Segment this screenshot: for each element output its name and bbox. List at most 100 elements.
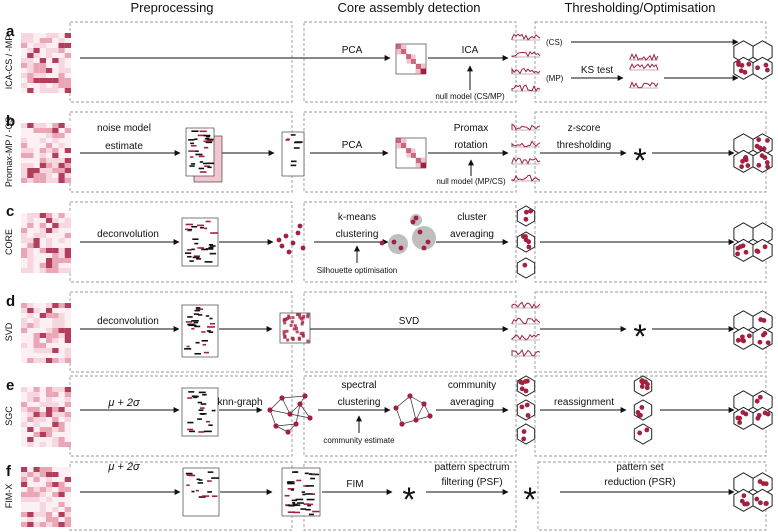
hexagon-assembly-icon — [516, 423, 536, 445]
matrix-icon — [279, 312, 311, 344]
label-clustering-e: clustering — [338, 397, 381, 408]
hexagon-assembly-icon — [633, 375, 653, 397]
scatter-points-icon — [276, 223, 306, 255]
label-promax: Promax — [454, 123, 488, 134]
label-estimate: estimate — [105, 141, 143, 152]
label-clustering-c: clustering — [336, 229, 379, 240]
panel-preprocessing — [69, 375, 293, 457]
hexagon-assembly-icon — [516, 399, 536, 421]
label-averaging-c: averaging — [450, 229, 494, 240]
hexagon-assembly-icon — [752, 472, 773, 496]
label-k-means: k-means — [338, 212, 376, 223]
row-letter: c — [6, 203, 14, 220]
label-fim: FIM — [346, 479, 363, 490]
raster-heatmap-icon — [21, 303, 71, 363]
method-name: SGC — [4, 406, 14, 426]
binned-raster-icon — [181, 304, 219, 358]
hexagon-assembly-icon — [752, 238, 773, 262]
label-deconvolution-c: deconvolution — [97, 229, 159, 240]
raster-heatmap-icon — [21, 387, 71, 447]
asterisk-icons: * * * * — [402, 142, 646, 519]
label-spectral: spectral — [341, 380, 376, 391]
label-pca-b: PCA — [342, 140, 363, 151]
panel-core-detection — [303, 375, 517, 457]
time-series-icon — [511, 348, 541, 357]
panel-core-detection — [303, 111, 517, 193]
hexagon-assembly-icon — [752, 406, 773, 430]
label-knn-graph: knn-graph — [217, 397, 262, 408]
label-ica: ICA — [462, 45, 479, 56]
method-name: CORE — [4, 229, 14, 255]
panel-thresholding — [534, 291, 767, 373]
label-averaging-e: averaging — [450, 397, 494, 408]
time-series-icons — [511, 33, 659, 357]
time-series-icon — [511, 174, 541, 182]
hexagon-assembly-icon — [516, 375, 536, 397]
time-series-icon — [511, 317, 541, 325]
graph-network-icon — [267, 393, 313, 435]
label-pca-a: PCA — [342, 45, 363, 56]
time-series-icon — [511, 123, 541, 131]
label-psr: reduction (PSR) — [604, 477, 675, 488]
hexagon-assembly-icon — [752, 488, 773, 512]
panel-frames — [69, 21, 767, 531]
hexagon-assembly-icon — [516, 257, 536, 279]
method-name: FIM-X — [4, 484, 14, 509]
label-svd: SVD — [399, 316, 420, 327]
label-psf: filtering (PSF) — [441, 477, 502, 488]
asterisk-icon: * — [633, 318, 646, 356]
hexagon-assembly-icon — [633, 423, 653, 445]
row-letter: b — [6, 113, 15, 130]
asterisk-icon: * — [402, 481, 415, 519]
time-series-icon — [511, 67, 541, 75]
label-reassignment: reassignment — [554, 397, 614, 408]
time-series-icon — [511, 50, 541, 58]
raster-heatmap-icon — [21, 213, 71, 273]
hexagon-assembly-icon — [633, 399, 653, 421]
raster-heatmap-icon — [21, 33, 71, 93]
hexagon-assembly-icon — [733, 149, 754, 173]
label-mp: (MP) — [546, 74, 564, 83]
label-threshold-f: μ + 2σ — [107, 461, 140, 473]
time-series-icon — [511, 140, 541, 148]
asterisk-icon: * — [523, 481, 536, 519]
hexagon-assembly-icon — [752, 149, 773, 173]
label-null-model-a: null model (CS/MP) — [435, 92, 505, 101]
time-series-icon — [511, 333, 541, 341]
method-name: Promax-MP / -CS — [4, 117, 14, 187]
hexagon-assembly-icon — [733, 488, 754, 512]
raster-heatmap-icon — [21, 467, 71, 527]
hexagon-assembly-icon — [752, 56, 773, 80]
hexagon-assembly-icon — [752, 326, 773, 350]
label-community-estimate: community estimate — [323, 436, 395, 445]
header-preprocessing: Preprocessing — [130, 0, 213, 15]
label-threshold-e: μ + 2σ — [107, 397, 140, 409]
binned-raster-icons — [181, 127, 321, 517]
binned-raster-icon — [281, 131, 305, 177]
label-community: community — [448, 380, 496, 391]
time-series-icon — [629, 62, 659, 71]
label-z-score: z-score — [568, 123, 601, 134]
step-labels: PCA ICA null model (CS/MP) (CS) (MP) KS … — [97, 38, 676, 490]
header-thresholding: Thresholding/Optimisation — [564, 0, 715, 15]
label-deconvolution-d: deconvolution — [97, 316, 159, 327]
matrix-icons — [279, 43, 427, 344]
panel-core-detection — [303, 291, 517, 373]
row-letter: f — [6, 463, 12, 480]
binned-raster-icon — [281, 467, 321, 517]
graph-network-icon — [393, 393, 433, 427]
scatter-cluster-icon — [379, 214, 436, 254]
matrix-icon — [395, 137, 427, 169]
binned-raster-icon — [181, 387, 219, 437]
matrix-icon — [395, 43, 427, 75]
panel-preprocessing — [69, 461, 293, 531]
cluster-graph-icons — [267, 214, 436, 435]
row-letter: e — [6, 377, 14, 394]
label-ks-test: KS test — [581, 65, 613, 76]
hexagon-assembly-icon — [516, 205, 536, 227]
label-cs: (CS) — [546, 38, 563, 47]
binned-raster-icon — [182, 467, 220, 517]
raster-heatmap-icon — [21, 123, 71, 183]
